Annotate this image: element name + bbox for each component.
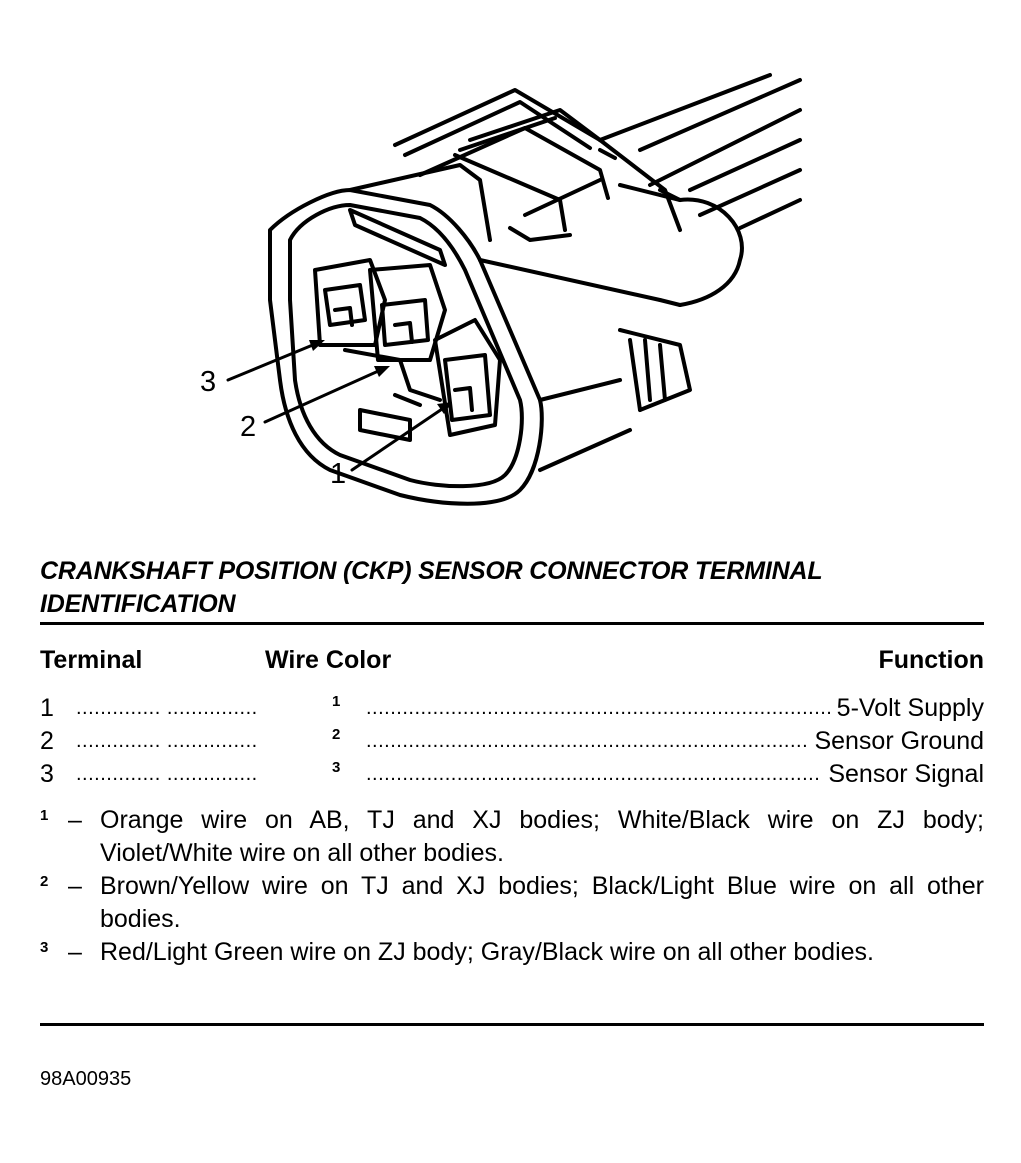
leader-3 — [226, 340, 322, 382]
footnote-mark: 1 — [40, 807, 49, 824]
terminal-cavity-2 — [368, 263, 447, 362]
footnote-dash: – — [68, 872, 82, 900]
wire-color-footnote-ref: 1 — [332, 693, 341, 710]
footnote-mark: 3 — [40, 939, 49, 956]
wire-bundle — [598, 73, 802, 230]
terminal-number: 3 — [40, 760, 54, 788]
ckp-connector-drawing — [226, 73, 802, 506]
leader-1 — [350, 403, 450, 472]
table-row: 3 .............. ............... 3 .....… — [40, 758, 984, 790]
divider-bottom — [40, 1023, 984, 1026]
leader-2 — [263, 366, 387, 424]
footnote-text: Red/Light Green wire on ZJ body; Gray/Bl… — [100, 938, 874, 966]
header-wire-color: Wire Color — [265, 646, 392, 674]
footnote-mark: 2 — [40, 873, 49, 890]
terminal-number: 1 — [40, 694, 54, 722]
function-label: Sensor Signal — [822, 758, 984, 790]
arrowhead-3 — [309, 340, 325, 351]
housing-body — [268, 163, 692, 506]
housing-key — [343, 348, 442, 442]
connector-illustration: 3 2 1 — [0, 0, 1021, 540]
table-row: 1 .............. ............... 1 .....… — [40, 692, 984, 724]
footnote-dash: – — [68, 806, 82, 834]
divider-top — [40, 622, 984, 625]
leader-dots: .............. ............... — [76, 730, 258, 752]
footnote-1: 1 – Orange wire on AB, TJ and XJ bodies;… — [40, 804, 984, 870]
leader-dots: .............. ............... — [76, 763, 258, 785]
terminal-cavity-3 — [313, 258, 387, 347]
footnote-text: Brown/Yellow wire on TJ and XJ bodies; B… — [100, 872, 984, 933]
leader-dots: .............. ............... — [76, 697, 258, 719]
footnote-2: 2 – Brown/Yellow wire on TJ and XJ bodie… — [40, 870, 984, 936]
leader-dots: ........................................… — [366, 697, 851, 719]
callout-leaders — [226, 340, 450, 472]
callout-2: 2 — [240, 411, 257, 443]
function-label: 5-Volt Supply — [830, 692, 984, 724]
callout-arrowheads — [309, 340, 452, 414]
terminal-number: 2 — [40, 727, 54, 755]
header-function: Function — [878, 646, 984, 674]
housing-top — [393, 88, 682, 242]
wire-boot — [658, 188, 744, 307]
function-label: Sensor Ground — [808, 725, 984, 757]
table-row: 2 .............. ............... 2 .....… — [40, 725, 984, 757]
arrowhead-1 — [437, 402, 452, 414]
wire-color-footnote-ref: 2 — [332, 726, 341, 743]
arrowhead-2 — [374, 366, 390, 377]
footnote-text: Orange wire on AB, TJ and XJ bodies; Whi… — [100, 806, 984, 867]
callout-1: 1 — [330, 458, 347, 490]
leader-dots: ........................................… — [366, 730, 851, 752]
footnote-3: 3 – Red/Light Green wire on ZJ body; Gra… — [40, 936, 984, 969]
latch-bar — [348, 208, 447, 267]
figure-id: 98A00935 — [40, 1068, 132, 1090]
wire-color-footnote-ref: 3 — [332, 759, 341, 776]
diagram-title: CRANKSHAFT POSITION (CKP) SENSOR CONNECT… — [40, 557, 822, 618]
header-terminal: Terminal — [40, 646, 143, 674]
leader-dots: ........................................… — [366, 763, 851, 785]
footnote-dash: – — [68, 938, 82, 966]
terminal-cavity-1 — [433, 318, 502, 437]
callout-3: 3 — [200, 366, 217, 398]
